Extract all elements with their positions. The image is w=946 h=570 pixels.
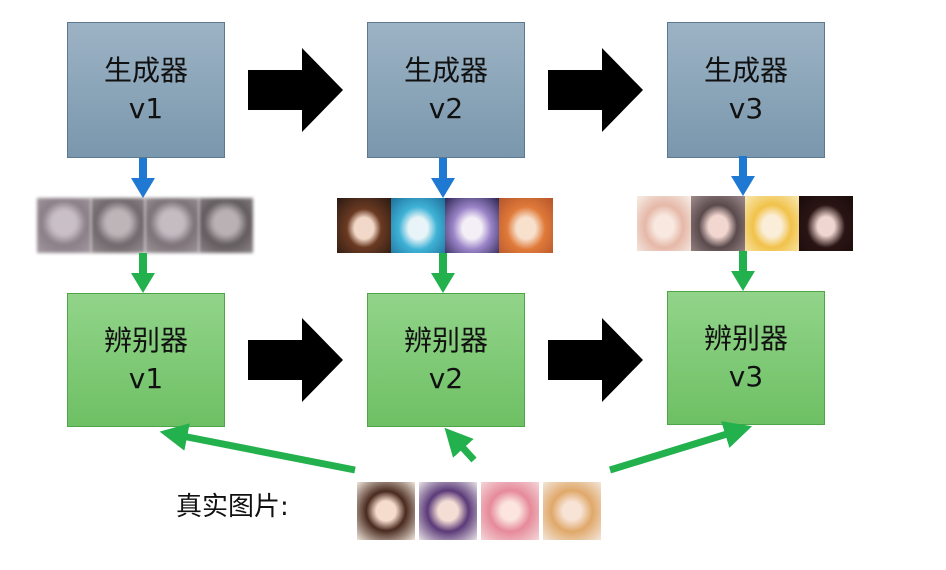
generator-v2-version: v2 — [428, 92, 464, 125]
generator-v3-title: 生成器 — [703, 54, 788, 87]
generator-v2-title: 生成器 — [403, 54, 488, 87]
black-arrow-icon — [548, 318, 643, 402]
real-image — [357, 482, 415, 540]
black-arrow-icon — [248, 48, 343, 132]
green-arrow-icon — [731, 251, 755, 291]
discriminator-v1-version: v1 — [128, 362, 164, 395]
generator-v1-title: 生成器 — [103, 54, 188, 87]
black-arrow-icon — [548, 48, 643, 132]
real-images — [357, 482, 601, 540]
blue-arrow-icon — [431, 158, 455, 198]
generated-image — [445, 198, 499, 253]
generated-image — [745, 196, 799, 251]
real-images-label: 真实图片: — [176, 492, 289, 522]
discriminator-v2-box: 辨别器 v2 — [367, 293, 525, 427]
generated-image — [499, 198, 553, 253]
generated-image — [637, 196, 691, 251]
generated-image — [199, 198, 253, 253]
generator-v1-version: v1 — [128, 92, 164, 125]
black-arrow-icon — [248, 318, 343, 402]
discriminator-v2-title: 辨别器 — [403, 324, 488, 357]
blue-arrow-icon — [131, 158, 155, 198]
discriminator-v1-title: 辨别器 — [103, 324, 188, 357]
generated-image — [691, 196, 745, 251]
generated-samples-v1 — [37, 198, 253, 253]
generator-v1-box: 生成器 v1 — [67, 22, 225, 158]
green-arrow-icon — [159, 423, 356, 474]
real-image — [481, 482, 539, 540]
generator-v2-box: 生成器 v2 — [367, 22, 525, 158]
discriminator-v2-version: v2 — [428, 362, 464, 395]
green-arrow-icon — [131, 253, 155, 293]
generated-image — [37, 198, 91, 253]
discriminator-v3-box: 辨别器 v3 — [667, 291, 825, 425]
real-image — [543, 482, 601, 540]
green-arrow-icon — [608, 421, 753, 474]
generated-samples-v3 — [637, 196, 853, 251]
green-arrow-icon — [431, 253, 455, 293]
real-image — [419, 482, 477, 540]
discriminator-v1-box: 辨别器 v1 — [67, 293, 225, 427]
generated-image — [145, 198, 199, 253]
generated-image — [91, 198, 145, 253]
generated-image — [799, 196, 853, 251]
green-arrow-icon — [444, 427, 477, 463]
discriminator-v3-version: v3 — [728, 360, 764, 393]
generated-samples-v2 — [337, 198, 553, 253]
generated-image — [337, 198, 391, 253]
generated-image — [391, 198, 445, 253]
discriminator-v3-title: 辨别器 — [703, 322, 788, 355]
generator-v3-version: v3 — [728, 92, 764, 125]
blue-arrow-icon — [731, 156, 755, 196]
